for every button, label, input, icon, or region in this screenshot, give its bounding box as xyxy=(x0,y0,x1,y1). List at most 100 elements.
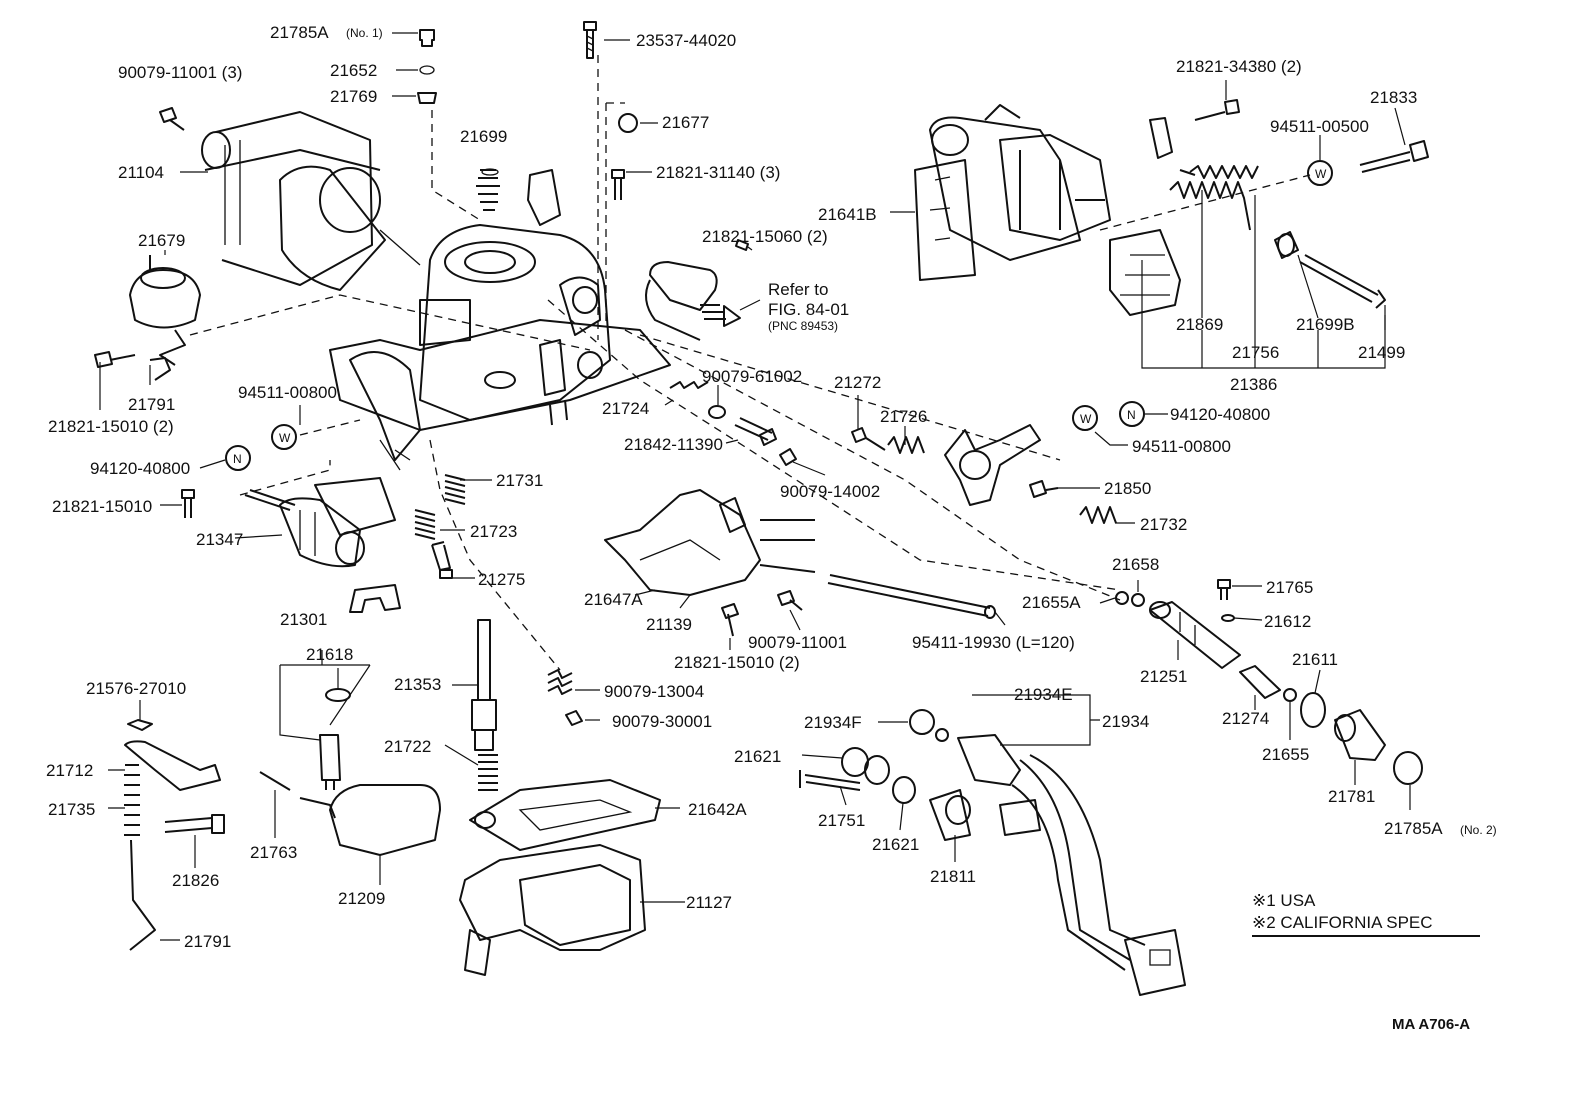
label-21724: 21724 xyxy=(602,399,649,418)
label-no2: (No. 2) xyxy=(1460,823,1497,837)
label-21722: 21722 xyxy=(384,737,431,756)
figure-reference: MA A706-A xyxy=(1392,1016,1470,1033)
label-21139: 21139 xyxy=(646,615,692,634)
label-21751: 21751 xyxy=(818,811,865,830)
label-21611: 21611 xyxy=(1292,650,1338,669)
label-21642A: 21642A xyxy=(688,800,747,819)
motor-21104 xyxy=(201,111,421,291)
legend-usa: ※1 USA xyxy=(1252,891,1316,910)
label-21612: 21612 xyxy=(1264,612,1311,631)
label-90079-13004: 90079-13004 xyxy=(604,682,704,701)
label-21251: 21251 xyxy=(1140,667,1187,686)
label-21785A-no2: 21785A xyxy=(1384,819,1443,838)
label-21821-15010: 21821-15010 xyxy=(52,497,152,516)
actuator-assembly xyxy=(914,104,1181,316)
label-21726: 21726 xyxy=(880,407,927,426)
choke-housing-21647A xyxy=(604,489,816,596)
label-90079-61002: 90079-61002 xyxy=(702,367,802,386)
label-94511-00500: 94511-00500 xyxy=(1270,117,1369,136)
label-21274: 21274 xyxy=(1222,709,1269,728)
label-pnc-89453: (PNC 89453) xyxy=(768,319,838,333)
nut-marker: N xyxy=(1127,408,1136,422)
label-21811: 21811 xyxy=(930,867,976,886)
label-90079-11001-3: 90079-11001 (3) xyxy=(118,63,242,82)
label-21655A: 21655A xyxy=(1022,593,1081,612)
label-21826: 21826 xyxy=(172,871,219,890)
label-21821-34380: 21821-34380 (2) xyxy=(1176,57,1302,76)
label-21763: 21763 xyxy=(250,843,297,862)
throttle-positioner-21347 xyxy=(244,477,396,568)
carburetor-body xyxy=(329,224,671,471)
float-bowl-21127 xyxy=(459,844,646,976)
label-21821-15060: 21821-15060 (2) xyxy=(702,227,828,246)
label-21275: 21275 xyxy=(478,570,525,589)
label-21679: 21679 xyxy=(138,231,185,250)
marker-letters: W W W N N xyxy=(233,167,1327,466)
label-21850: 21850 xyxy=(1104,479,1151,498)
label-21934F: 21934F xyxy=(804,713,862,732)
label-refer-to: Refer to xyxy=(768,280,828,299)
label-21765: 21765 xyxy=(1266,578,1313,597)
label-21272: 21272 xyxy=(834,373,881,392)
label-21934E: 21934E xyxy=(1014,685,1073,704)
label-21699B: 21699B xyxy=(1296,315,1355,334)
label-21353: 21353 xyxy=(394,675,441,694)
label-94511-00800b: 94511-00800 xyxy=(1132,437,1231,456)
part-shapes xyxy=(94,21,1429,996)
label-21821-15010-2b: 21821-15010 (2) xyxy=(674,653,800,672)
part-labels: 21785A (No. 1) 23537-44020 90079-11001 (… xyxy=(46,23,1497,1033)
label-21209: 21209 xyxy=(338,889,385,908)
label-21301: 21301 xyxy=(280,610,327,629)
label-90079-14002: 90079-14002 xyxy=(780,482,880,501)
label-94120-40800a: 94120-40800 xyxy=(90,459,190,478)
label-21677: 21677 xyxy=(662,113,709,132)
label-21576-27010: 21576-27010 xyxy=(86,679,186,698)
label-94120-40800b: 94120-40800 xyxy=(1170,405,1270,424)
label-94511-00800a: 94511-00800 xyxy=(238,383,337,402)
label-fig-84-01: FIG. 84-01 xyxy=(768,300,849,319)
leader-lines xyxy=(99,32,1480,941)
label-21621b: 21621 xyxy=(872,835,919,854)
label-23537-44020: 23537-44020 xyxy=(636,31,736,50)
label-21647A: 21647A xyxy=(584,590,643,609)
label-21104: 21104 xyxy=(118,163,164,182)
label-21756: 21756 xyxy=(1232,343,1279,362)
label-21732: 21732 xyxy=(1140,515,1187,534)
legend-california-spec: ※2 CALIFORNIA SPEC xyxy=(1252,913,1433,932)
label-21712: 21712 xyxy=(46,761,93,780)
label-21785A: 21785A xyxy=(270,23,329,42)
nut-marker: N xyxy=(233,452,242,466)
washer-marker: W xyxy=(1080,412,1092,426)
label-21821-31140: 21821-31140 (3) xyxy=(656,163,780,182)
label-90079-30001: 90079-30001 xyxy=(612,712,712,731)
label-21127: 21127 xyxy=(686,893,732,912)
label-21934: 21934 xyxy=(1102,712,1149,731)
label-21791b: 21791 xyxy=(184,932,231,951)
label-21699: 21699 xyxy=(460,127,507,146)
label-21842-11390: 21842-11390 xyxy=(624,435,723,454)
label-21658: 21658 xyxy=(1112,555,1159,574)
washer-marker: W xyxy=(1315,167,1327,181)
label-21655: 21655 xyxy=(1262,745,1309,764)
washer-marker: W xyxy=(279,431,291,445)
label-21769: 21769 xyxy=(330,87,377,106)
label-21347: 21347 xyxy=(196,530,243,549)
label-21723: 21723 xyxy=(470,522,517,541)
label-21621a: 21621 xyxy=(734,747,781,766)
label-21781: 21781 xyxy=(1328,787,1375,806)
label-21735: 21735 xyxy=(48,800,95,819)
label-21821-15010-2a: 21821-15010 (2) xyxy=(48,417,174,436)
label-21791a: 21791 xyxy=(128,395,175,414)
label-21833: 21833 xyxy=(1370,88,1417,107)
label-21641B: 21641B xyxy=(818,205,877,224)
label-no1: (No. 1) xyxy=(346,26,383,40)
vacuum-diaphragm-21679 xyxy=(129,255,201,366)
label-21652: 21652 xyxy=(330,61,377,80)
label-21499: 21499 xyxy=(1358,343,1405,362)
label-21386: 21386 xyxy=(1230,375,1277,394)
label-21618: 21618 xyxy=(306,645,353,664)
label-95411-19930: 95411-19930 (L=120) xyxy=(912,633,1075,652)
label-21869: 21869 xyxy=(1176,315,1223,334)
